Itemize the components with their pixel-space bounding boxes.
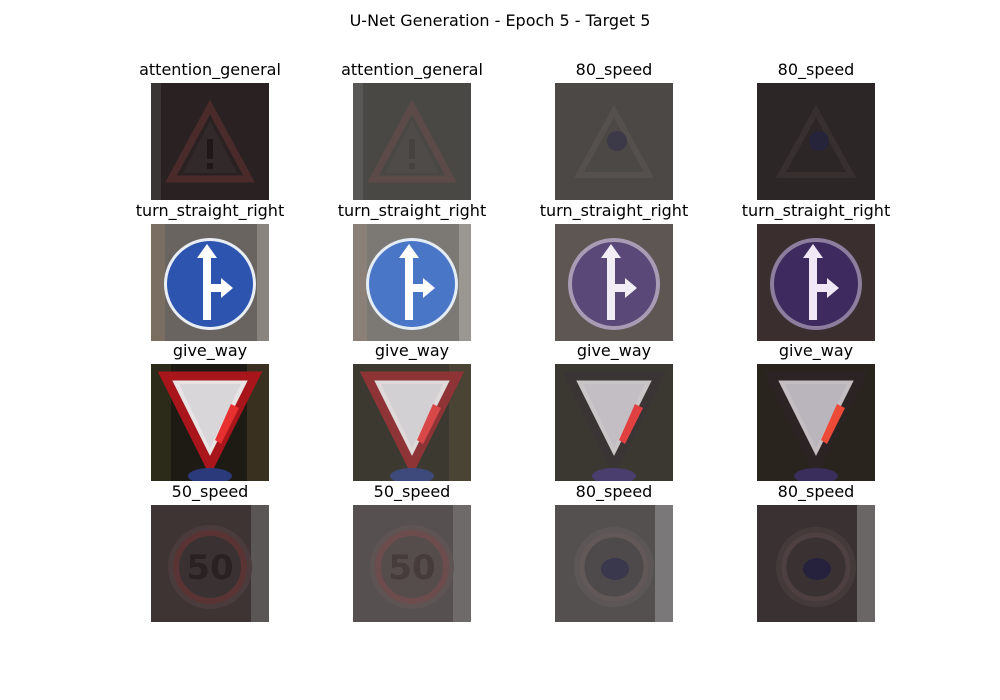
sign-image [555,364,673,481]
sign-image [555,505,673,622]
yield-triangle-icon [757,364,875,481]
cell-label: turn_straight_right [135,201,285,220]
cell-label: 50_speed [373,482,451,501]
sign-image [757,83,875,200]
sign-image [353,364,471,481]
sign-image [151,364,269,481]
sign-image: 50 [353,505,471,622]
figure-title: U-Net Generation - Epoch 5 - Target 5 [349,11,651,30]
cell-label: 50_speed [171,482,249,501]
cell-label: attention_general [139,60,281,79]
sign-image [555,224,673,341]
svg-text:50: 50 [388,548,435,588]
blurred-sign-icon [757,505,875,622]
yield-triangle-icon [353,364,471,481]
cell-label: give_way [778,341,854,360]
sign-image [353,224,471,341]
warning-triangle-icon [353,83,471,200]
cell-label: give_way [576,341,652,360]
turn-straight-right-icon [353,224,471,341]
sign-image [757,224,875,341]
sign-image [353,83,471,200]
cell-label: turn_straight_right [741,201,891,220]
blurred-sign-icon [555,83,673,200]
turn-straight-right-icon [757,224,875,341]
speed-limit-50-icon: 50 [353,505,471,622]
cell-label: 80_speed [777,60,855,79]
blurred-sign-icon [757,83,875,200]
cell-label: turn_straight_right [337,201,487,220]
sign-image [757,505,875,622]
sign-image [555,83,673,200]
cell-label: give_way [374,341,450,360]
cell-label: 80_speed [575,482,653,501]
sign-image: 50 [151,505,269,622]
cell-label: 80_speed [575,60,653,79]
cell-label: turn_straight_right [539,201,689,220]
cell-label: 80_speed [777,482,855,501]
sign-image [151,224,269,341]
cell-label: attention_general [341,60,483,79]
sign-image [151,83,269,200]
turn-straight-right-icon [555,224,673,341]
svg-text:50: 50 [186,548,233,588]
yield-triangle-icon [151,364,269,481]
yield-triangle-icon [555,364,673,481]
speed-limit-50-icon: 50 [151,505,269,622]
blurred-sign-icon [555,505,673,622]
warning-triangle-icon [151,83,269,200]
cell-label: give_way [172,341,248,360]
sign-image [757,364,875,481]
turn-straight-right-icon [151,224,269,341]
